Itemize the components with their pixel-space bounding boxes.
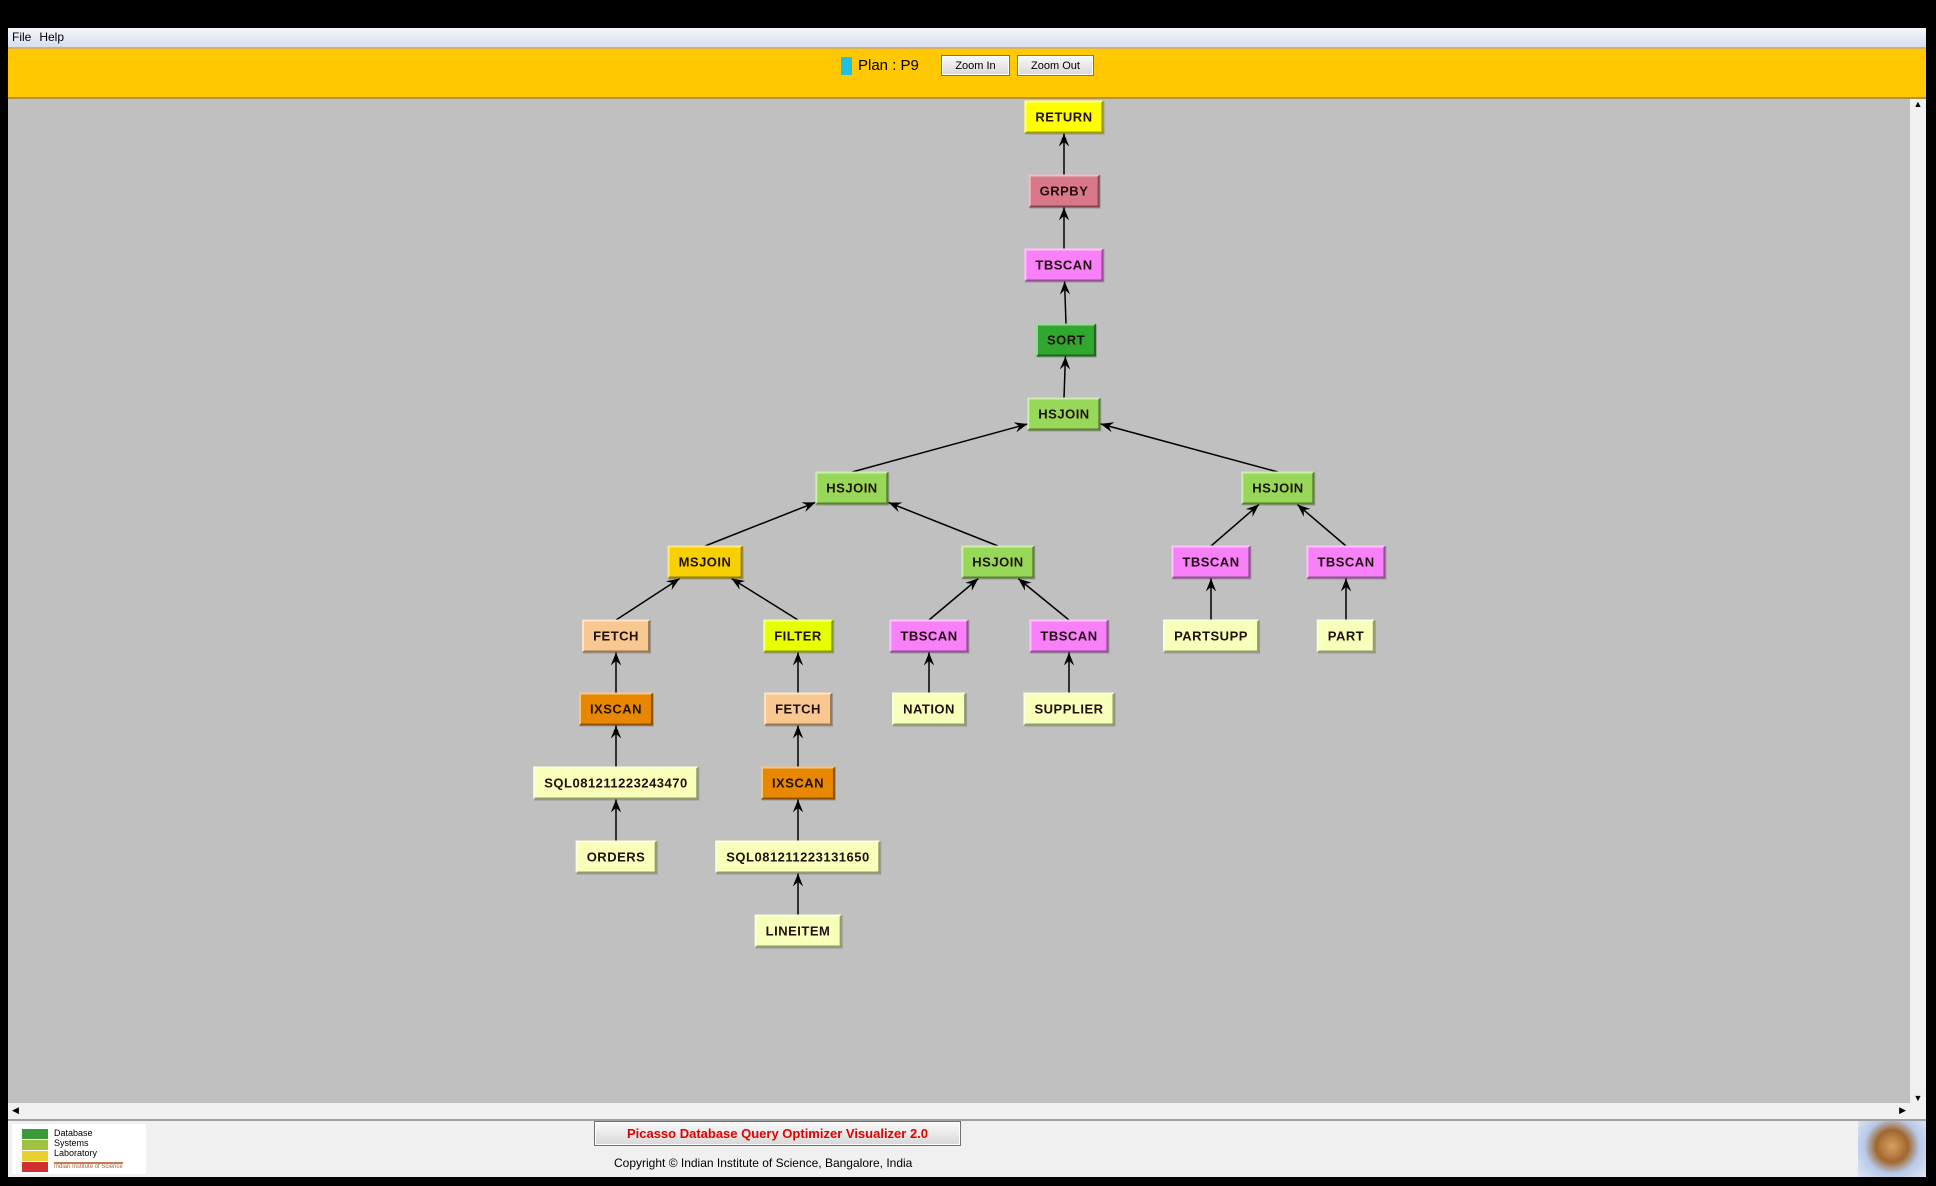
arrowhead-icon (1100, 422, 1115, 433)
arrowhead-icon (1058, 133, 1070, 147)
arrowhead-icon (965, 578, 979, 591)
zoom-in-button[interactable]: Zoom In (941, 55, 1010, 76)
menu-bar: File Help (8, 28, 1926, 47)
arrowhead-icon (1297, 504, 1311, 517)
scroll-left-icon[interactable]: ◀ (12, 1105, 19, 1115)
toolbar: Plan : P9 Zoom In Zoom Out (8, 47, 1926, 99)
arrowhead-icon (1059, 281, 1071, 295)
arrowhead-icon (792, 725, 804, 739)
arrowhead-icon (610, 799, 622, 813)
plan-node-ixscan[interactable]: IXSCAN (578, 692, 654, 726)
app-title-button[interactable]: Picasso Database Query Optimizer Visuali… (594, 1121, 961, 1146)
plan-node-fetch[interactable]: FETCH (764, 692, 832, 726)
arrowhead-icon (1063, 652, 1075, 666)
plan-node-return[interactable]: RETURN (1024, 100, 1104, 134)
plan-node-partsupp[interactable]: PARTSUPP (1163, 619, 1259, 653)
arrowhead-icon (1018, 578, 1032, 591)
plan-node-nation[interactable]: NATION (892, 692, 966, 726)
arrowhead-icon (1205, 578, 1217, 592)
horizontal-scrollbar[interactable]: ◀▶ (8, 1103, 1926, 1121)
plan-node-hsjoin[interactable]: HSJOIN (815, 471, 889, 505)
plan-node-tbscan[interactable]: TBSCAN (889, 619, 969, 653)
plan-edge (1210, 503, 1260, 547)
plan-edge (1100, 423, 1279, 473)
plan-node-sql081211223243470[interactable]: SQL081211223243470 (533, 766, 699, 800)
plan-edge (1296, 503, 1347, 547)
iisc-emblem (1858, 1121, 1926, 1177)
plan-node-msjoin[interactable]: MSJOIN (667, 545, 743, 579)
plan-node-part[interactable]: PART (1316, 619, 1376, 653)
plan-node-hsjoin[interactable]: HSJOIN (1241, 471, 1315, 505)
arrowhead-icon (1013, 422, 1028, 433)
logo-subtext: Indian Institute of Science (54, 1162, 123, 1170)
arrowhead-icon (1245, 504, 1259, 517)
plan-edges (610, 133, 1352, 915)
arrowhead-icon (792, 873, 804, 887)
plan-node-tbscan[interactable]: TBSCAN (1029, 619, 1109, 653)
zoom-out-button[interactable]: Zoom Out (1017, 55, 1094, 76)
copyright-text: Copyright © Indian Institute of Science,… (614, 1156, 913, 1170)
plan-node-filter[interactable]: FILTER (763, 619, 833, 653)
arrowhead-icon (888, 502, 903, 513)
plan-node-sql081211223131650[interactable]: SQL081211223131650 (715, 840, 881, 874)
menu-help[interactable]: Help (39, 30, 65, 44)
plan-node-ixscan[interactable]: IXSCAN (760, 766, 836, 800)
arrowhead-icon (610, 725, 622, 739)
vertical-scrollbar[interactable]: ▲▼ (1910, 99, 1926, 1103)
arrowhead-icon (801, 502, 816, 513)
plan-node-supplier[interactable]: SUPPLIER (1023, 692, 1115, 726)
arrowhead-icon (610, 652, 622, 666)
plan-edge (704, 501, 816, 547)
arrowhead-icon (1340, 578, 1352, 592)
scroll-right-icon[interactable]: ▶ (1899, 1105, 1906, 1115)
plan-node-sort[interactable]: SORT (1035, 323, 1097, 357)
plan-label: Plan : P9 (858, 57, 919, 74)
plan-node-orders[interactable]: ORDERS (575, 840, 657, 874)
plan-color-swatch (841, 57, 852, 75)
arrowhead-icon (731, 578, 746, 590)
arrowhead-icon (665, 578, 680, 590)
plan-edge (851, 423, 1028, 473)
menu-file[interactable]: File (12, 30, 32, 44)
plan-node-hsjoin[interactable]: HSJOIN (1027, 397, 1101, 431)
plan-node-lineitem[interactable]: LINEITEM (754, 914, 842, 948)
plan-node-fetch[interactable]: FETCH (582, 619, 650, 653)
plan-edge (928, 577, 979, 621)
arrowhead-icon (1059, 356, 1071, 370)
lab-logo-icon (22, 1129, 48, 1172)
plan-node-tbscan[interactable]: TBSCAN (1024, 248, 1104, 282)
plan-node-tbscan[interactable]: TBSCAN (1306, 545, 1386, 579)
plan-node-tbscan[interactable]: TBSCAN (1171, 545, 1251, 579)
plan-edge (888, 501, 999, 547)
plan-edge (731, 577, 799, 621)
scroll-up-icon[interactable]: ▲ (1913, 99, 1923, 109)
plan-node-grpby[interactable]: GRPBY (1028, 174, 1100, 208)
scroll-down-icon[interactable]: ▼ (1913, 1093, 1923, 1103)
arrowhead-icon (1058, 207, 1070, 221)
plan-edge (1017, 577, 1070, 621)
arrowhead-icon (792, 652, 804, 666)
arrowhead-icon (923, 652, 935, 666)
arrowhead-icon (792, 799, 804, 813)
plan-node-hsjoin[interactable]: HSJOIN (961, 545, 1035, 579)
plan-edge (615, 577, 681, 621)
plan-tree-canvas: RETURN GRPBY TBSCAN SORT HSJOIN HSJOIN HSJOIN M… (8, 99, 1910, 1103)
